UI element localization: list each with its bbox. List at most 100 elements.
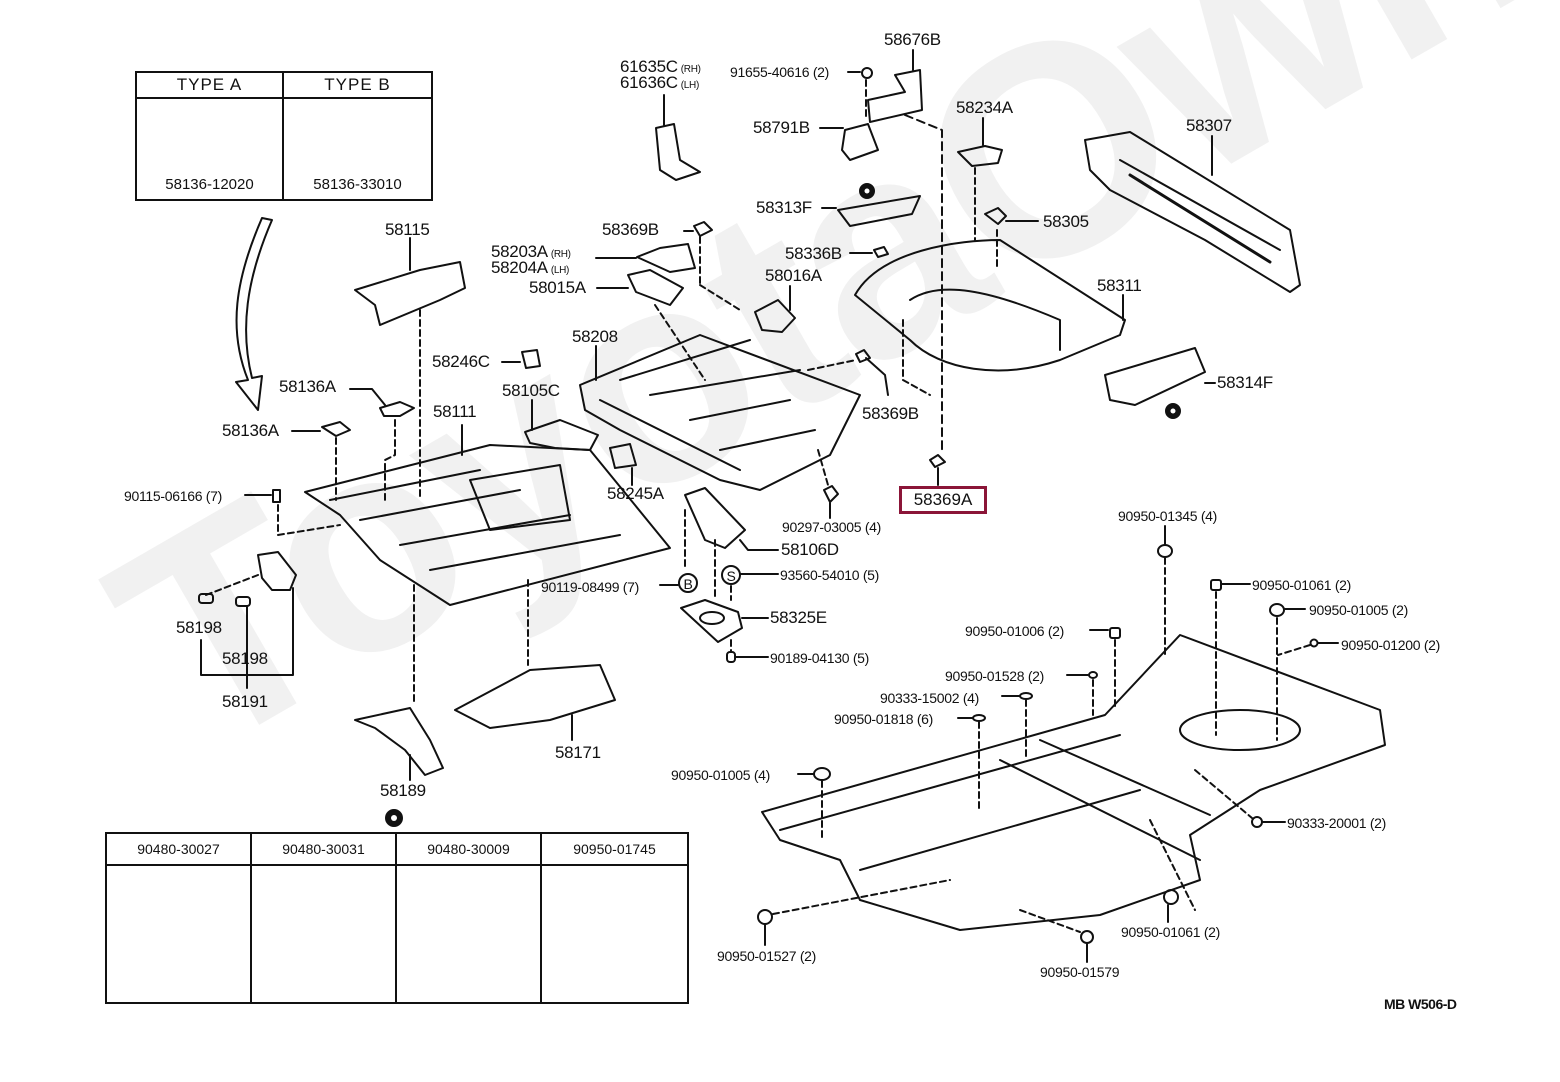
callout-58171[interactable]: 58171 — [555, 743, 601, 762]
callout-58106D[interactable]: 58106D — [781, 540, 839, 559]
callout-58015A[interactable]: 58015A — [529, 278, 586, 297]
grommet-cell — [397, 866, 542, 1002]
type-a-part-number[interactable]: 58136-12020 — [165, 176, 254, 193]
plug-90950-01061b-icon — [1163, 889, 1179, 905]
callout-90950-01200[interactable]: 90950-01200 (2) — [1341, 637, 1441, 653]
callout-90950-01818[interactable]: 90950-01818 (6) — [834, 711, 934, 727]
callout-58208[interactable]: 58208 — [572, 327, 618, 346]
grommet-header[interactable]: 90480-30009 — [397, 834, 542, 866]
callout-90950-01528[interactable]: 90950-01528 (2) — [945, 668, 1045, 684]
callout-58307[interactable]: 58307 — [1186, 116, 1232, 135]
callout-58234A[interactable]: 58234A — [956, 98, 1013, 117]
side-label: (LH) — [680, 80, 700, 91]
callout-90950-01005-b[interactable]: 90950-01005 (4) — [671, 767, 771, 783]
part-58016A — [754, 299, 796, 333]
callout-58016A[interactable]: 58016A — [765, 266, 822, 285]
callout-58369B-top[interactable]: 58369B — [602, 220, 659, 239]
callout-61636C[interactable]: 61636C(LH) — [620, 74, 699, 95]
part-58171 — [454, 664, 616, 729]
callout-58369B-mid[interactable]: 58369B — [862, 404, 919, 423]
callout-58369A-highlighted[interactable]: 58369A — [899, 486, 987, 514]
part-58369B-top — [693, 221, 713, 237]
grommet-cell — [542, 866, 687, 1002]
type-b-part-number[interactable]: 58136-33010 — [313, 176, 402, 193]
grommet-cell — [252, 866, 397, 1002]
side-label: (LH) — [550, 265, 570, 276]
part-58234A — [957, 145, 1003, 167]
callout-58115[interactable]: 58115 — [385, 220, 430, 239]
part-58191-bracket — [257, 551, 297, 591]
grommet-header[interactable]: 90480-30031 — [252, 834, 397, 866]
callout-90333-20001[interactable]: 90333-20001 (2) — [1287, 815, 1387, 831]
callout-58314F[interactable]: 58314F — [1217, 373, 1273, 392]
grommet-table: 90480-30027 90480-30031 90480-30009 9095… — [105, 832, 689, 1004]
callout-58191[interactable]: 58191 — [222, 692, 268, 711]
callout-58136A-1[interactable]: 58136A — [279, 377, 336, 396]
callout-58676B[interactable]: 58676B — [884, 30, 941, 49]
part-58246C — [521, 349, 541, 369]
callout-58246C[interactable]: 58246C — [432, 352, 490, 371]
callout-58198-2[interactable]: 58198 — [222, 649, 268, 668]
part-58369A — [929, 454, 946, 468]
part-58106D — [684, 487, 746, 549]
callout-58189[interactable]: 58189 — [380, 781, 426, 800]
callout-58203A[interactable]: 58203A(RH) — [491, 243, 571, 264]
clip-90297-icon — [823, 485, 839, 503]
marker-S-label: S — [726, 568, 736, 584]
grommet-cell — [107, 866, 252, 1002]
part-58676B — [867, 69, 923, 123]
part-58189 — [354, 707, 444, 776]
side-label: (RH) — [680, 64, 701, 75]
diagram-code: MB W506-D — [1384, 996, 1457, 1012]
callout-58204A[interactable]: 58204A(LH) — [491, 259, 569, 280]
callout-58105C[interactable]: 58105C — [502, 381, 560, 400]
part-58791B — [841, 123, 879, 161]
callout-90189-04130[interactable]: 90189-04130 (5) — [770, 650, 870, 666]
callout-58791B[interactable]: 58791B — [753, 118, 810, 137]
grommet-header[interactable]: 90950-01745 — [542, 834, 687, 866]
part-58136A-1 — [379, 401, 415, 417]
plug-90950-01061-icon — [1210, 579, 1222, 591]
part-58115 — [354, 261, 466, 326]
callout-58313F[interactable]: 58313F — [756, 198, 812, 217]
callout-90950-01005-a[interactable]: 90950-01005 (2) — [1309, 602, 1409, 618]
bolt-90115-icon — [272, 489, 281, 503]
plug-90950-01006-icon — [1109, 627, 1121, 639]
callout-61635C[interactable]: 61635C(RH) — [620, 58, 701, 79]
clip-type-table: TYPE A TYPE B 58136-12020 58136-33010 — [135, 71, 433, 201]
type-a-cell: 58136-12020 — [137, 99, 284, 199]
callout-58198-1[interactable]: 58198 — [176, 618, 222, 637]
callout-58136A-2[interactable]: 58136A — [222, 421, 279, 440]
callout-90950-01061-a[interactable]: 90950-01061 (2) — [1252, 577, 1352, 593]
callout-91655-40616[interactable]: 91655-40616 (2) — [730, 64, 830, 80]
part-58325E — [680, 599, 743, 643]
callout-90950-01061-b[interactable]: 90950-01061 (2) — [1121, 924, 1221, 940]
type-b-header: TYPE B — [284, 73, 431, 99]
callout-58245A[interactable]: 58245A — [607, 484, 664, 503]
part-61635C — [655, 123, 701, 181]
callout-58336B[interactable]: 58336B — [785, 244, 842, 263]
type-a-header: TYPE A — [137, 73, 284, 99]
marker-B-label: B — [683, 576, 693, 592]
callout-90119-08499[interactable]: 90119-08499 (7) — [541, 579, 639, 595]
callout-58311[interactable]: 58311 — [1097, 276, 1142, 295]
callout-90297-03005[interactable]: 90297-03005 (4) — [782, 519, 882, 535]
part-58336B — [873, 246, 889, 258]
callout-90333-15002[interactable]: 90333-15002 (4) — [880, 690, 980, 706]
marker-S-icon — [721, 565, 741, 585]
part-58198-2 — [235, 596, 251, 607]
part-58203A — [636, 243, 696, 273]
part-number: 61636C — [620, 73, 678, 92]
callout-90115-06166[interactable]: 90115-06166 (7) — [124, 488, 222, 504]
callout-93560-54010[interactable]: 93560-54010 (5) — [780, 567, 880, 583]
callout-90950-01527[interactable]: 90950-01527 (2) — [717, 948, 817, 964]
grommet-header[interactable]: 90480-30027 — [107, 834, 252, 866]
callout-90950-01006[interactable]: 90950-01006 (2) — [965, 623, 1065, 639]
callout-90950-01345[interactable]: 90950-01345 (4) — [1118, 508, 1218, 524]
callout-58111[interactable]: 58111 — [433, 402, 477, 421]
callout-58325E[interactable]: 58325E — [770, 608, 827, 627]
marker-B-icon — [678, 573, 698, 593]
curved-arrow-icon — [235, 217, 273, 411]
callout-58305[interactable]: 58305 — [1043, 212, 1089, 231]
callout-90950-01579[interactable]: 90950-01579 — [1040, 964, 1120, 980]
